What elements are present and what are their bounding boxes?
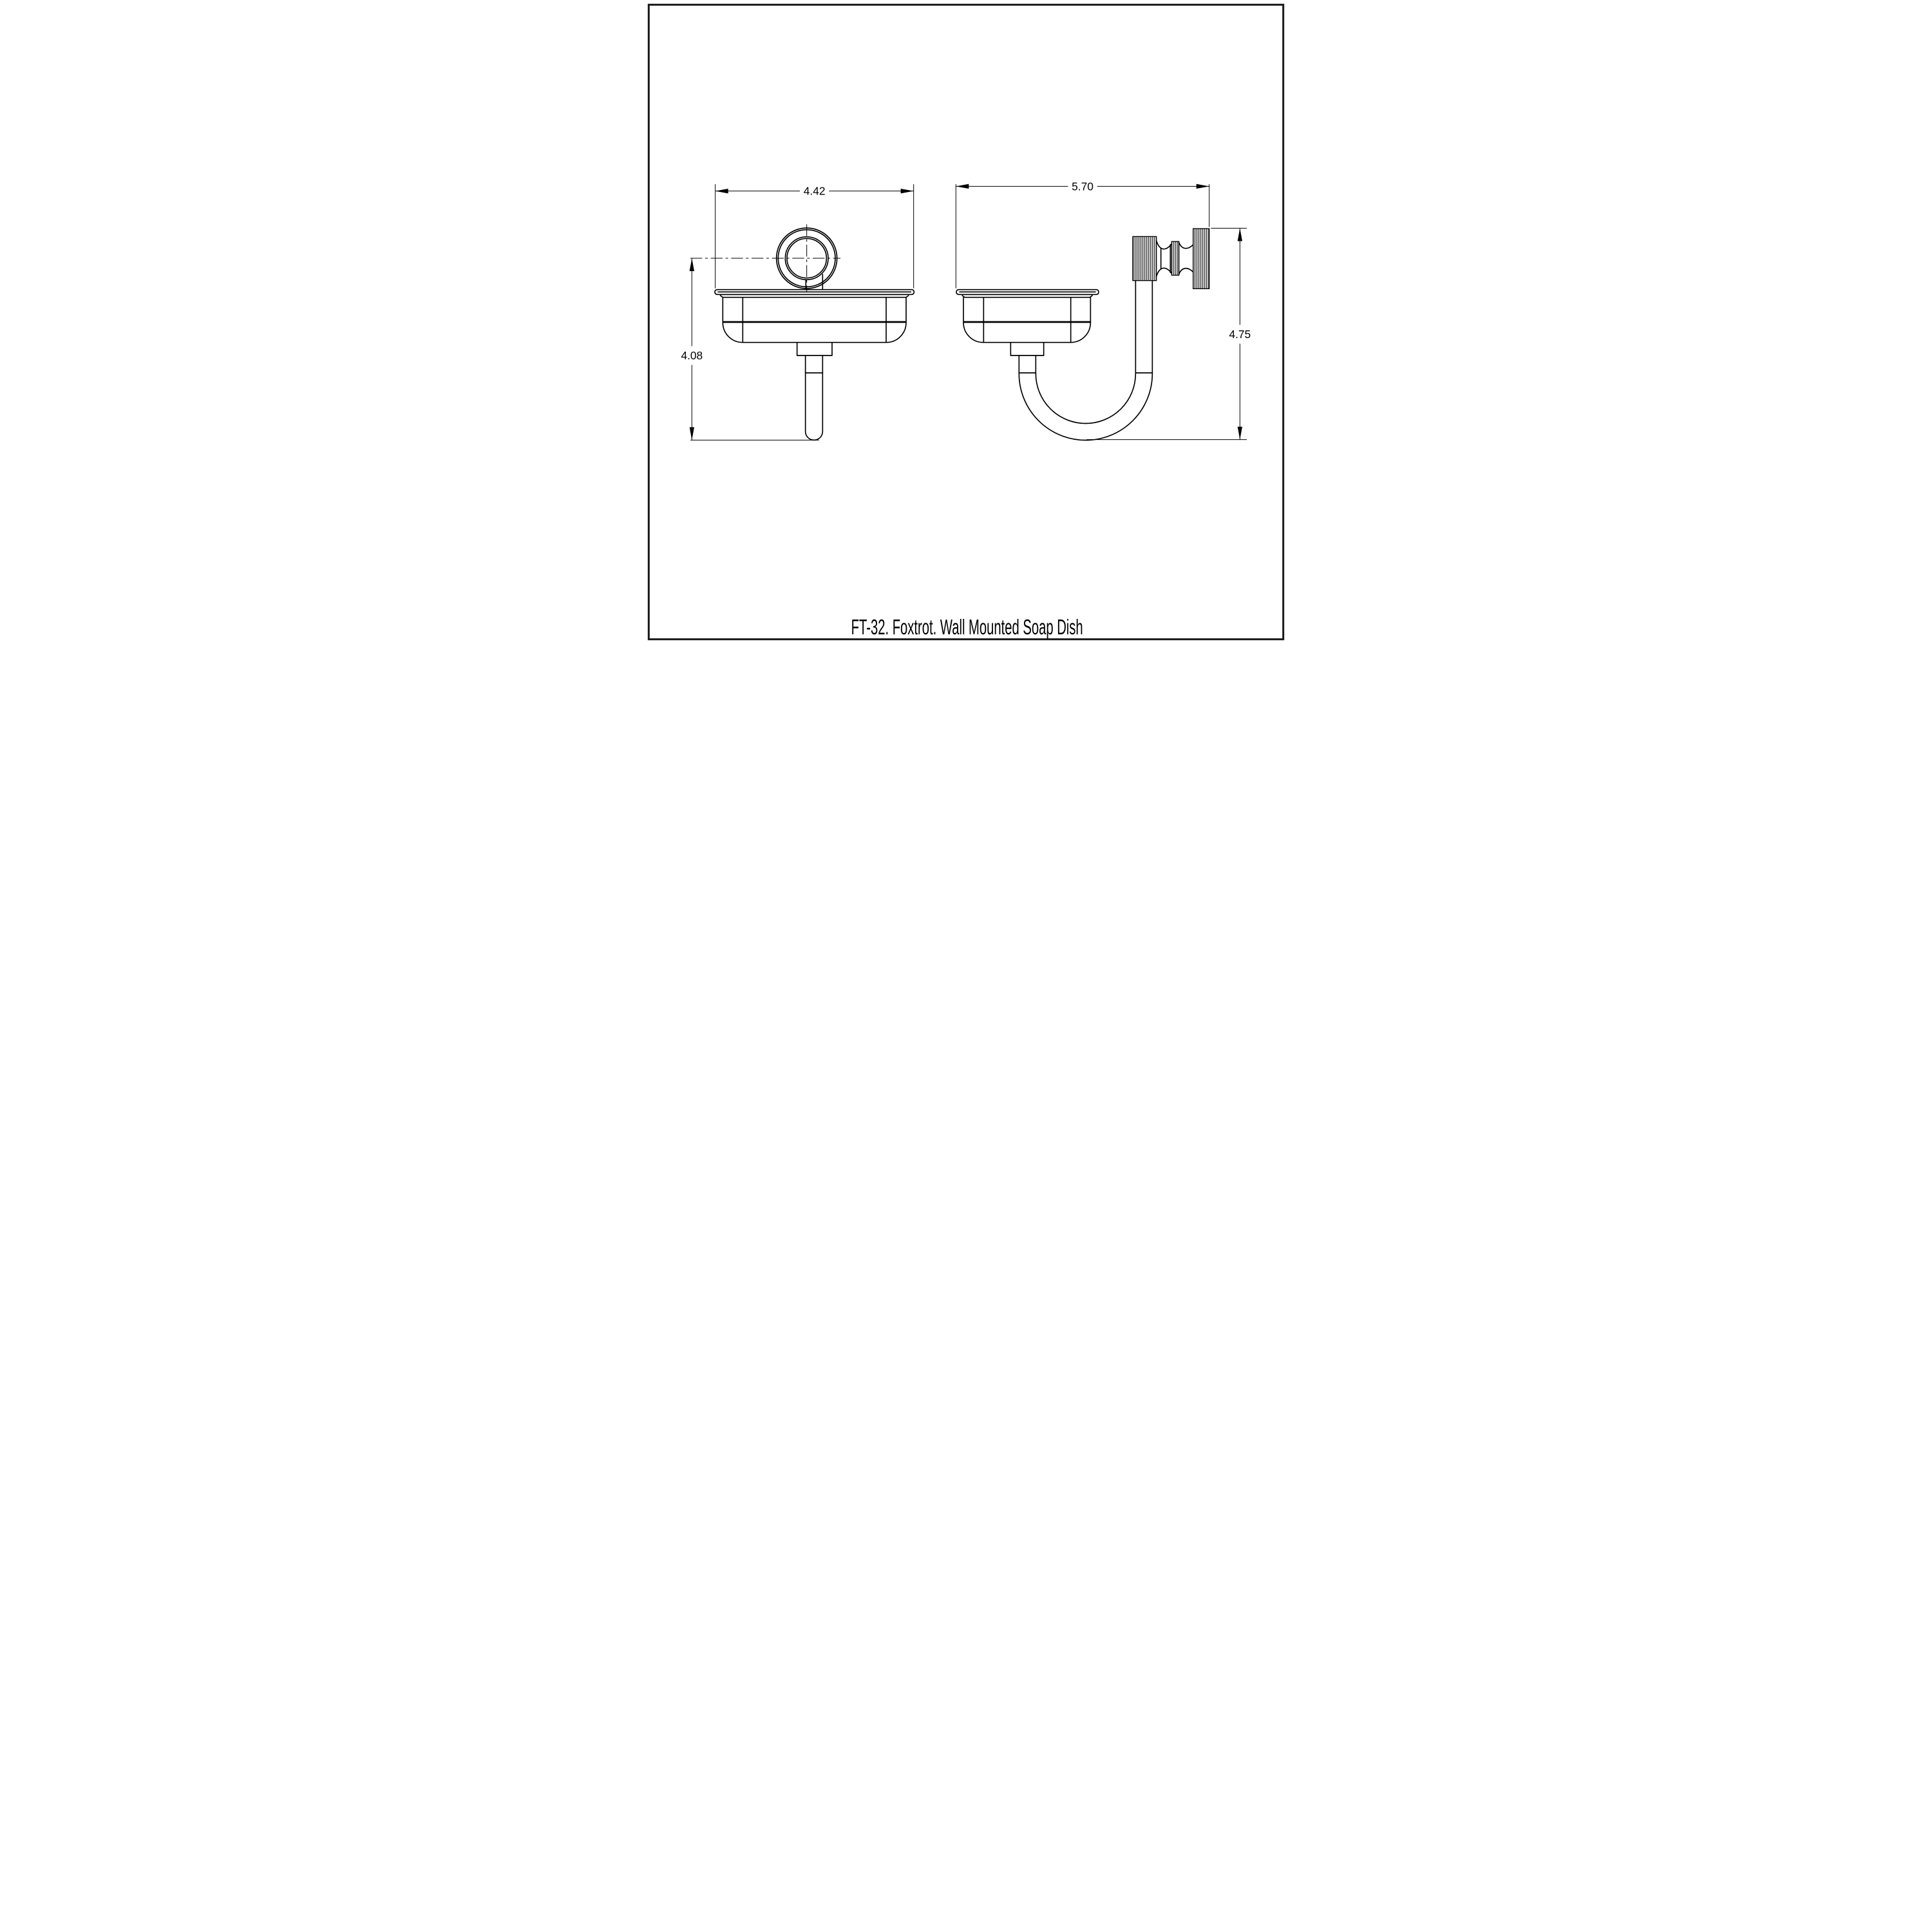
side-height-value: 4.75 (1229, 328, 1251, 341)
technical-drawing: 4.42 4.08 (644, 0, 1288, 644)
wall-bracket (1132, 228, 1210, 289)
arm-inner-curve (1035, 373, 1137, 424)
arrow-up-icon (1237, 228, 1242, 242)
arrow-up-icon (689, 258, 694, 271)
mount-block (796, 341, 833, 356)
knurled-wall-flange (1192, 228, 1210, 289)
front-soap-dish (714, 289, 915, 343)
arrow-left-icon (956, 184, 969, 189)
ring-inner-circle (784, 236, 829, 281)
knurled-collar (1171, 241, 1180, 276)
ring-bore-circle (786, 238, 828, 279)
side-width-value: 5.70 (1072, 180, 1094, 193)
dish-bowl-outline (722, 296, 907, 343)
drawing-title: FT-32. Foxtrot. Wall Mounted Soap Dish (851, 616, 1083, 639)
arm-outer-curve (1018, 373, 1153, 441)
mount-ring (775, 224, 838, 292)
arrow-down-icon (689, 427, 694, 440)
ring-outer-circle (775, 227, 838, 289)
ring-outer-inner-circle (777, 229, 836, 288)
neck-top-curve (1178, 242, 1194, 249)
front-height-value: 4.08 (681, 349, 703, 362)
dish-bowl-outline (963, 296, 1092, 343)
side-view: 5.70 4.75 (955, 180, 1251, 441)
arrow-left-icon (715, 189, 728, 194)
arrow-right-icon (1196, 184, 1209, 189)
knurled-knob (1132, 236, 1157, 281)
arrow-right-icon (900, 189, 914, 194)
front-hook (796, 341, 833, 441)
side-soap-dish (956, 289, 1099, 356)
front-width-dimension: 4.42 (715, 184, 914, 289)
dish-rim-lip (961, 294, 1093, 298)
front-width-value: 4.42 (804, 185, 826, 198)
hook-stem (804, 355, 824, 441)
front-view: 4.42 4.08 (681, 184, 915, 441)
drawing-sheet: 4.42 4.08 (644, 0, 1288, 644)
neck-bottom-curve (1178, 267, 1194, 275)
page-border (647, 3, 1285, 641)
arrow-down-icon (1237, 426, 1242, 440)
front-height-dimension: 4.08 (681, 258, 840, 440)
side-height-dimension: 4.75 (1086, 227, 1251, 440)
mount-block (1010, 341, 1045, 356)
u-arm (1018, 279, 1153, 441)
side-width-dimension: 5.70 (955, 180, 1210, 289)
